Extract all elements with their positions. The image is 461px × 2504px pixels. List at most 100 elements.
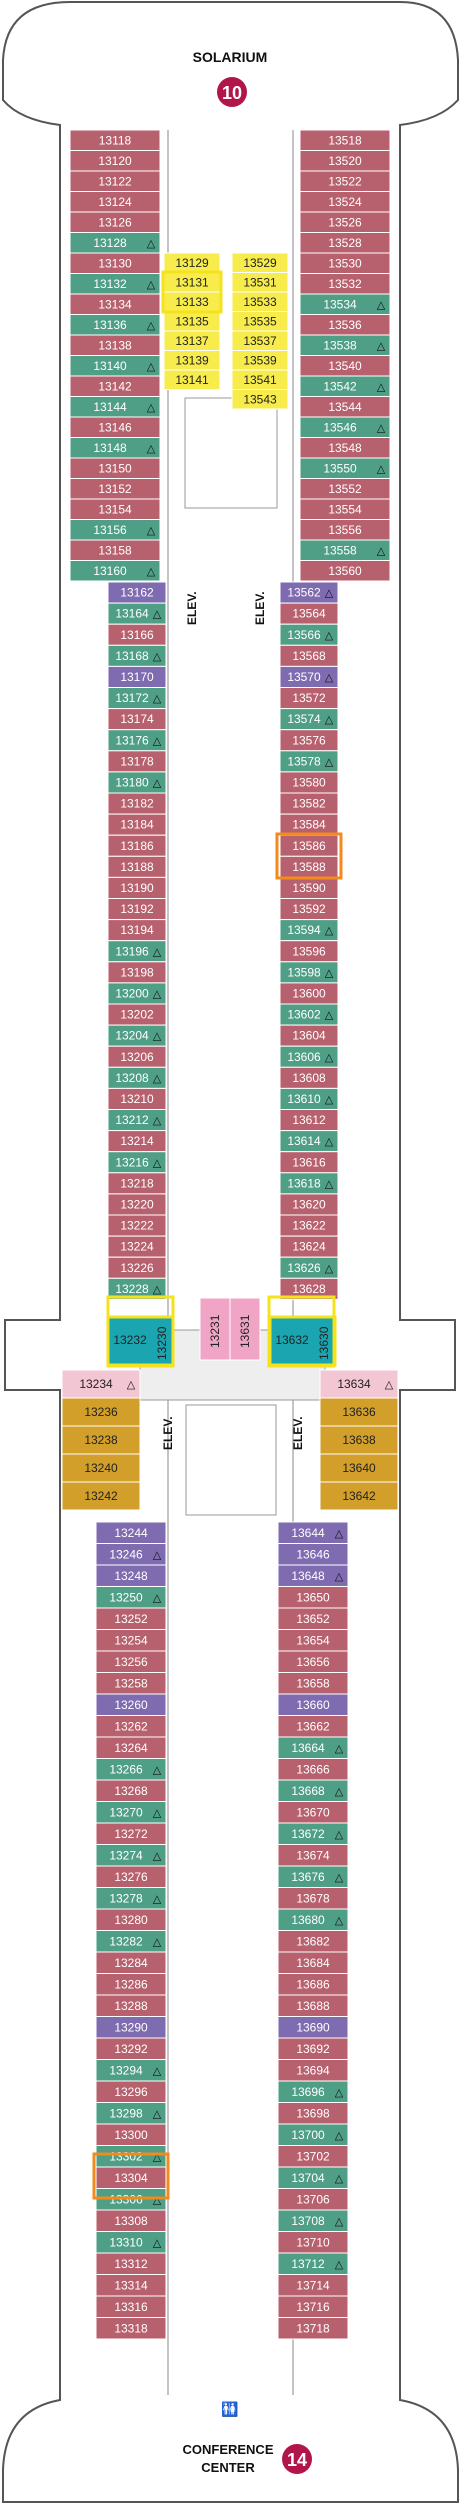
cabin-13292[interactable]: 13292 [95, 2037, 167, 2060]
cabin-13252[interactable]: 13252 [95, 1607, 167, 1630]
cabin-13533[interactable]: 13533 [231, 291, 289, 312]
cabin-13538[interactable]: 13538△ [299, 334, 391, 356]
cabin-13312[interactable]: 13312 [95, 2252, 167, 2275]
cabin-13628[interactable]: 13628 [279, 1277, 339, 1300]
cabin-13598[interactable]: 13598△ [279, 961, 339, 984]
cabin-13714[interactable]: 13714 [277, 2274, 349, 2297]
cabin-13718[interactable]: 13718 [277, 2317, 349, 2340]
cabin-13206[interactable]: 13206 [107, 1045, 167, 1068]
cabin-13212[interactable]: 13212△ [107, 1109, 167, 1132]
cabin-13610[interactable]: 13610△ [279, 1087, 339, 1111]
cabin-13550[interactable]: 13550△ [299, 457, 391, 479]
cabin-13272[interactable]: 13272 [95, 1822, 167, 1845]
cabin-13574[interactable]: 13574△ [279, 708, 339, 731]
cabin-13708[interactable]: 13708△ [277, 2209, 349, 2232]
cabin-13700[interactable]: 13700△ [277, 2123, 349, 2146]
cabin-13256[interactable]: 13256 [95, 1650, 167, 1673]
cabin-13640[interactable]: 13640 [319, 1453, 399, 1483]
cabin-13141[interactable]: 13141 [163, 369, 221, 390]
cabin-13616[interactable]: 13616 [279, 1151, 339, 1174]
cabin-13282[interactable]: 13282△ [95, 1930, 167, 1953]
cabin-13135[interactable]: 13135 [163, 311, 221, 332]
cabin-13535[interactable]: 13535 [231, 311, 289, 332]
cabin-13129[interactable]: 13129 [163, 252, 221, 273]
cabin-13160[interactable]: 13160△ [69, 560, 161, 582]
cabin-13716[interactable]: 13716 [277, 2295, 349, 2318]
cabin-13672[interactable]: 13672△ [277, 1822, 349, 1845]
cabin-13248[interactable]: 13248 [95, 1564, 167, 1587]
cabin-13541[interactable]: 13541 [231, 369, 289, 390]
cabin-13240[interactable]: 13240 [61, 1453, 141, 1483]
cabin-13642[interactable]: 13642 [319, 1481, 399, 1511]
cabin-13680[interactable]: 13680△ [277, 1908, 349, 1931]
cabin-13298[interactable]: 13298△ [95, 2102, 167, 2125]
cabin-13184[interactable]: 13184 [107, 813, 167, 836]
cabin-13308[interactable]: 13308 [95, 2209, 167, 2232]
cabin-13210[interactable]: 13210 [107, 1087, 167, 1111]
cabin-13144[interactable]: 13144△ [69, 396, 161, 418]
cabin-13296[interactable]: 13296 [95, 2080, 167, 2103]
cabin-13614[interactable]: 13614△ [279, 1130, 339, 1153]
cabin-13244[interactable]: 13244 [95, 1521, 167, 1544]
cabin-13168[interactable]: 13168△ [107, 644, 167, 667]
cabin-13658[interactable]: 13658 [277, 1672, 349, 1695]
cabin-13300[interactable]: 13300 [95, 2123, 167, 2146]
cabin-13288[interactable]: 13288 [95, 1994, 167, 2017]
cabin-13676[interactable]: 13676△ [277, 1865, 349, 1888]
cabin-13529[interactable]: 13529 [231, 252, 289, 273]
cabin-13138[interactable]: 13138 [69, 334, 161, 356]
cabin-13520[interactable]: 13520 [299, 150, 391, 172]
cabin-13304[interactable]: 13304 [95, 2166, 167, 2189]
cabin-13216[interactable]: 13216△ [107, 1151, 167, 1174]
cabin-13156[interactable]: 13156△ [69, 519, 161, 541]
cabin-13150[interactable]: 13150 [69, 457, 161, 479]
cabin-13542[interactable]: 13542△ [299, 375, 391, 397]
cabin-13552[interactable]: 13552 [299, 478, 391, 500]
cabin-13133[interactable]: 13133 [163, 291, 221, 312]
cabin-13530[interactable]: 13530 [299, 252, 391, 274]
cabin-13688[interactable]: 13688 [277, 1994, 349, 2017]
cabin-13246[interactable]: 13246△ [95, 1543, 167, 1566]
cabin-13684[interactable]: 13684 [277, 1951, 349, 1974]
cabin-13242[interactable]: 13242 [61, 1481, 141, 1511]
cabin-13536[interactable]: 13536 [299, 314, 391, 336]
cabin-13558[interactable]: 13558△ [299, 539, 391, 561]
cabin-13578[interactable]: 13578△ [279, 750, 339, 773]
cabin-13702[interactable]: 13702 [277, 2145, 349, 2168]
cabin-13310[interactable]: 13310△ [95, 2231, 167, 2254]
cabin-13139[interactable]: 13139 [163, 350, 221, 371]
cabin-13624[interactable]: 13624 [279, 1235, 339, 1258]
cabin-13218[interactable]: 13218 [107, 1172, 167, 1195]
cabin-13582[interactable]: 13582 [279, 792, 339, 815]
cabin-13166[interactable]: 13166 [107, 623, 167, 646]
cabin-13196[interactable]: 13196△ [107, 940, 167, 963]
cabin-13152[interactable]: 13152 [69, 478, 161, 500]
cabin-13154[interactable]: 13154 [69, 498, 161, 520]
cabin-13274[interactable]: 13274△ [95, 1844, 167, 1867]
cabin-13602[interactable]: 13602△ [279, 1003, 339, 1026]
cabin-13678[interactable]: 13678 [277, 1887, 349, 1910]
cabin-13254[interactable]: 13254 [95, 1629, 167, 1652]
cabin-13170[interactable]: 13170 [107, 665, 167, 689]
cabin-13162[interactable]: 13162 [107, 581, 167, 604]
cabin-13534[interactable]: 13534△ [299, 293, 391, 315]
cabin-13130[interactable]: 13130 [69, 252, 161, 274]
cabin-13190[interactable]: 13190 [107, 876, 167, 900]
cabin-13176[interactable]: 13176△ [107, 729, 167, 752]
cabin-13142[interactable]: 13142 [69, 375, 161, 397]
cabin-13531[interactable]: 13531 [231, 272, 289, 293]
cabin-13131[interactable]: 13131 [163, 272, 221, 293]
cabin-13294[interactable]: 13294△ [95, 2059, 167, 2082]
cabin-13537[interactable]: 13537 [231, 330, 289, 351]
cabin-13631[interactable]: 13631 [229, 1297, 261, 1361]
cabin-13214[interactable]: 13214 [107, 1130, 167, 1153]
cabin-13234[interactable]: 13234△ [61, 1369, 141, 1399]
cabin-13238[interactable]: 13238 [61, 1425, 141, 1455]
cabin-13556[interactable]: 13556 [299, 519, 391, 541]
cabin-13316[interactable]: 13316 [95, 2295, 167, 2318]
cabin-13626[interactable]: 13626△ [279, 1256, 339, 1279]
cabin-13258[interactable]: 13258 [95, 1672, 167, 1695]
cabin-13596[interactable]: 13596 [279, 940, 339, 963]
cabin-13260[interactable]: 13260 [95, 1693, 167, 1716]
